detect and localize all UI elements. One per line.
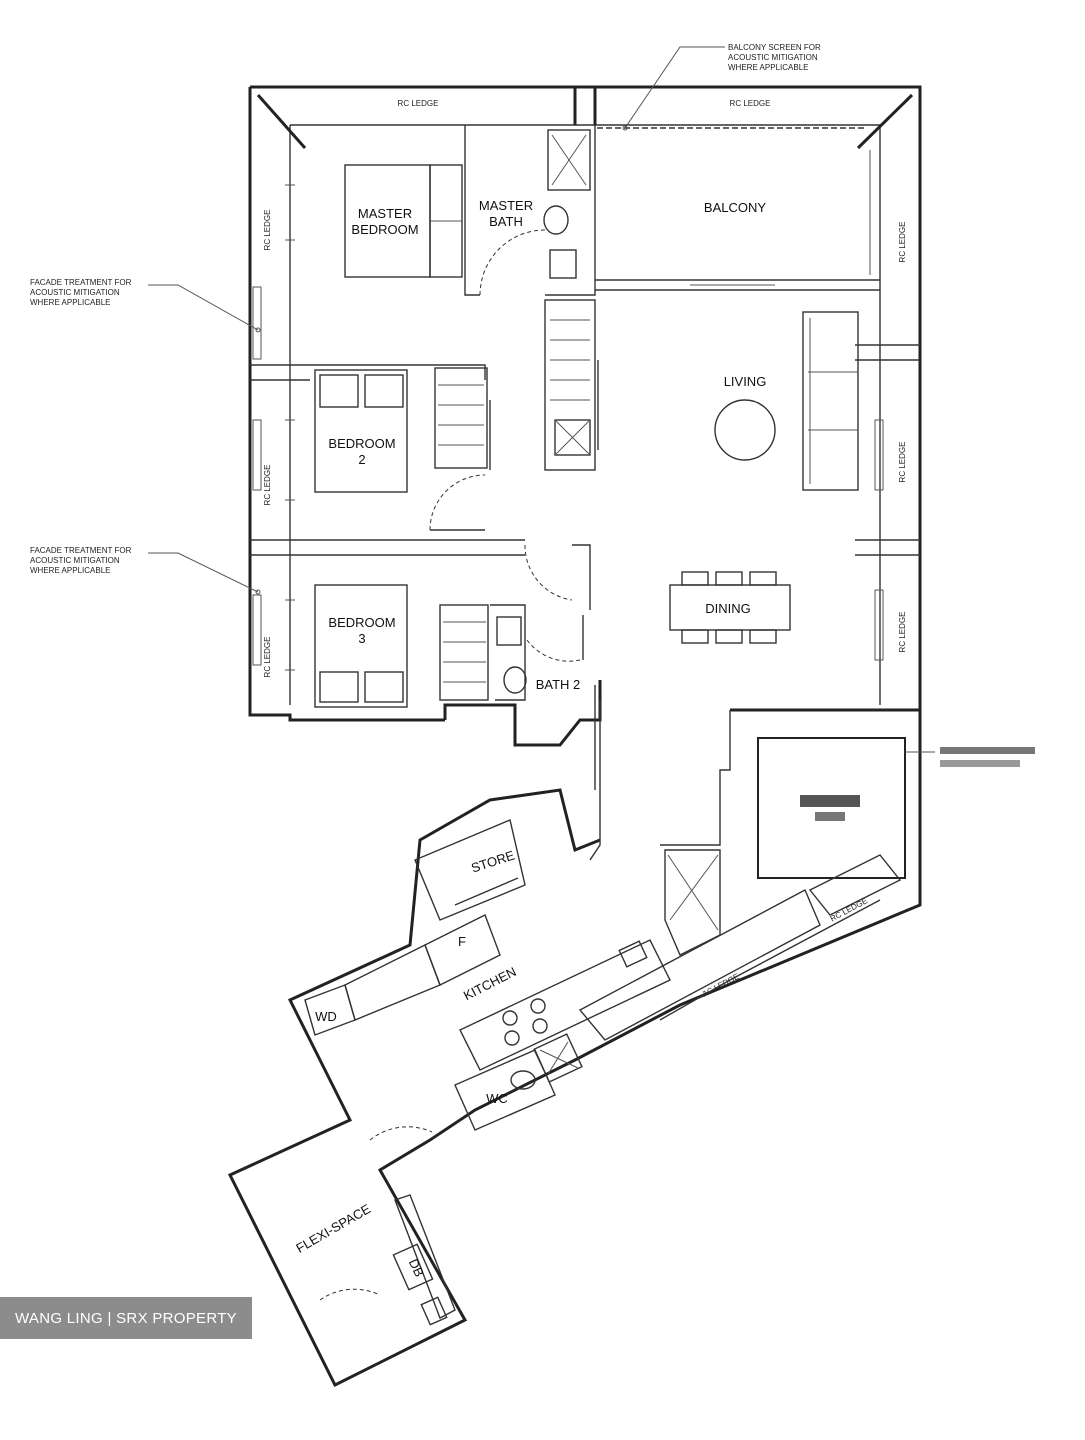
label-living: LIVING <box>724 374 767 389</box>
garden-deck <box>757 737 906 879</box>
doors <box>319 229 581 1301</box>
master-bed <box>344 164 431 278</box>
label-flexi-space: FLEXI-SPACE <box>293 1201 373 1256</box>
balcony-screen <box>597 127 871 275</box>
leader-lines <box>148 46 725 595</box>
label-fridge: F <box>458 934 466 949</box>
interior-walls <box>310 125 880 790</box>
exterior-walls <box>248 85 922 722</box>
label-rc-ledge-right-2: RC LEDGE <box>898 442 907 483</box>
label-rc-ledge-left-1: RC LEDGE <box>263 210 272 251</box>
label-store: STORE <box>469 847 516 875</box>
label-rc-ledge-left-2: RC LEDGE <box>263 465 272 506</box>
ledge-ticks <box>252 184 884 671</box>
label-wc: WC <box>486 1091 508 1106</box>
garden-deck-label-blur <box>800 747 1035 821</box>
living-furniture <box>669 311 859 644</box>
bedroom-2-bed <box>314 369 408 493</box>
label-bath-2: BATH 2 <box>536 677 581 692</box>
coffee-table <box>714 399 776 461</box>
label-rc-ledge-top-left: RC LEDGE <box>398 99 439 108</box>
sofa <box>802 311 859 491</box>
label-rc-ledge-right-3: RC LEDGE <box>898 612 907 653</box>
label-rc-ledge-left-3: RC LEDGE <box>263 637 272 678</box>
label-balcony: BALCONY <box>704 200 766 215</box>
watermark: WANG LING | SRX PROPERTY <box>0 1297 252 1339</box>
label-db: DB <box>406 1256 427 1279</box>
label-rc-ledge-top-right: RC LEDGE <box>730 99 771 108</box>
label-rc-ledge-right-1: RC LEDGE <box>898 222 907 263</box>
label-wd: WD <box>315 1009 337 1024</box>
bedroom-3-bed <box>314 584 408 708</box>
lower-walls <box>227 680 935 1388</box>
corridor-wardrobe-shelves <box>550 319 590 401</box>
label-dining: DINING <box>705 601 751 616</box>
